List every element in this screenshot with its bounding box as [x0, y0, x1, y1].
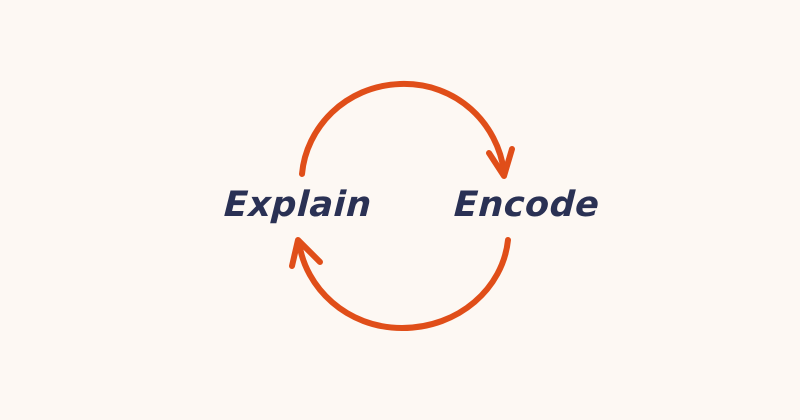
node-label-encode: Encode: [452, 185, 601, 225]
arrow-explain-to-encode: [299, 80, 515, 179]
curved-arrow-right-icon: [299, 80, 507, 177]
arrowhead-down-right-icon: [486, 146, 515, 179]
curved-arrow-left-icon: [296, 237, 511, 331]
node-label-explain: Explain: [222, 185, 373, 225]
arrow-encode-to-explain: [289, 237, 511, 331]
arrowhead-up-left-icon: [289, 237, 323, 269]
